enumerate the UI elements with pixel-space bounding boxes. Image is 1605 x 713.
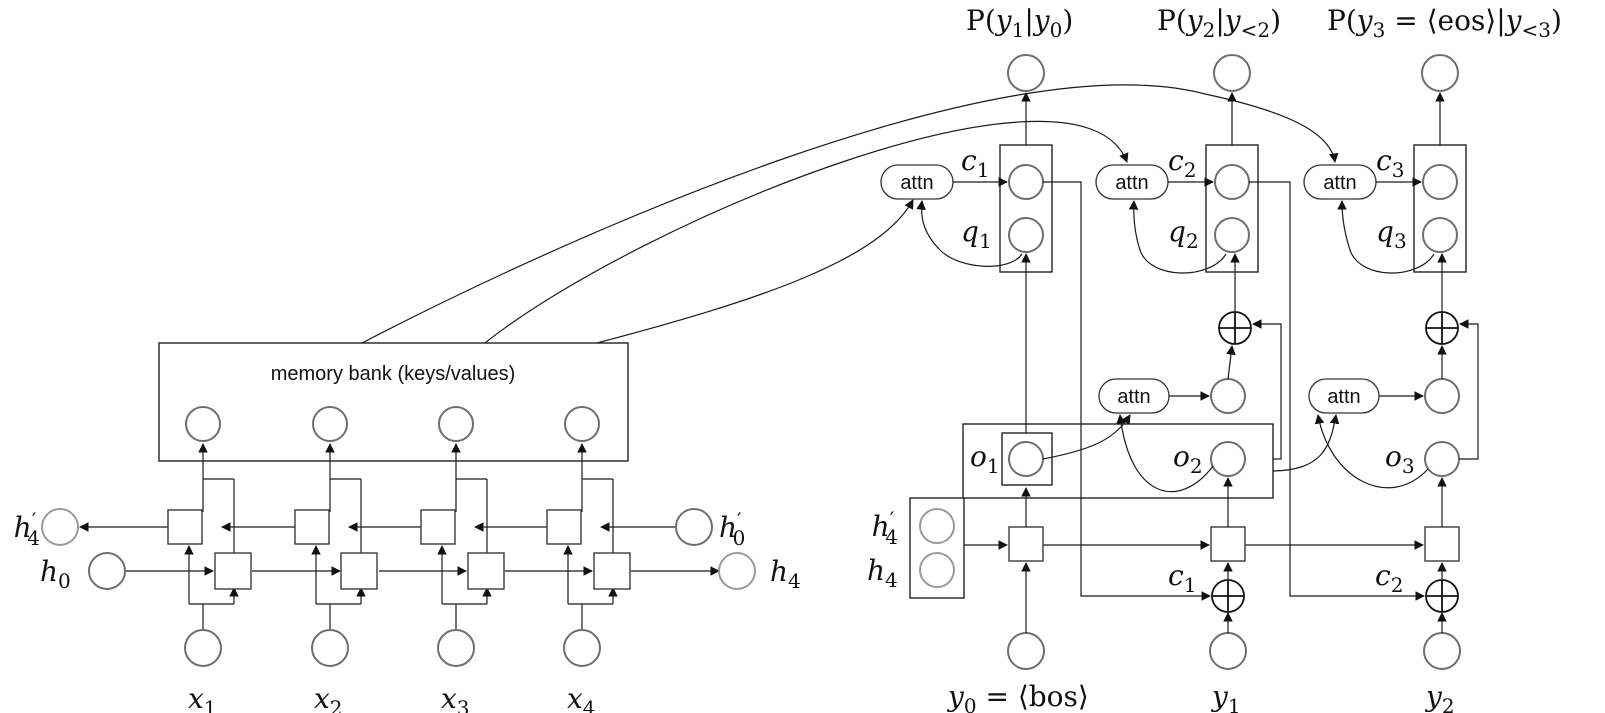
- encoder: memory bank (keys/values): [14, 342, 801, 713]
- query-node: [1214, 217, 1250, 253]
- output-prob-1-label: P(y1|y0): [966, 4, 1073, 42]
- backward-rnn-cell: [294, 509, 330, 545]
- q1-label: q1: [961, 215, 992, 253]
- decoder-rnn-cell: [1008, 526, 1044, 562]
- decoder-init-state-box: [909, 497, 965, 599]
- input-x2-label: x2: [314, 682, 343, 713]
- forward-rnn-cell: [214, 552, 252, 590]
- input-feed-plus-2: [1425, 579, 1459, 613]
- context-node: [1422, 164, 1458, 200]
- output-node: [1007, 54, 1045, 92]
- o1-label: o1: [970, 440, 1000, 478]
- h4-label: h4: [770, 555, 801, 593]
- feed-c1-label: c1: [1168, 559, 1196, 597]
- memory-node: [185, 406, 221, 442]
- o3-label: o3: [1385, 440, 1415, 478]
- query-node: [1422, 217, 1458, 253]
- upper-attn-label-3: attn: [1323, 172, 1356, 194]
- backward-rnn-cell: [546, 509, 582, 545]
- output-prob-3-label: P(y3 = ⟨eos⟩|y<3): [1327, 4, 1562, 42]
- decoder-h4-prime-label: h′4: [872, 507, 898, 549]
- final-backward-state-node: [41, 508, 79, 546]
- decoder-rnn-cell: [1424, 526, 1460, 562]
- backward-rnn-cell: [420, 509, 456, 545]
- input-feed-plus-1: [1211, 579, 1245, 613]
- context-node: [1214, 164, 1250, 200]
- decoder-input-node: [1423, 632, 1461, 670]
- output-prob-2-label: P(y2|y<2): [1157, 4, 1281, 42]
- input-x3-label: x3: [441, 682, 470, 713]
- encoder-input-node: [311, 629, 349, 667]
- y1-label: y1: [1210, 680, 1241, 713]
- initial-backward-state-node: [675, 508, 713, 546]
- y2-label: y2: [1424, 680, 1455, 713]
- memory-node: [312, 406, 348, 442]
- c1-label: c1: [961, 144, 989, 182]
- q3-label: q3: [1376, 215, 1407, 253]
- residual-plus-1: [1218, 311, 1252, 345]
- forward-rnn-cell: [340, 552, 378, 590]
- final-forward-state-node: [718, 552, 756, 590]
- encoder-input-node: [184, 629, 222, 667]
- memory-bank-box: [158, 342, 629, 462]
- h0-label: h0: [40, 555, 71, 593]
- memory-node: [564, 406, 600, 442]
- decoder-init-forward-node: [919, 552, 955, 588]
- decoder: h′4 h4: [867, 4, 1562, 713]
- decoder-hidden-node: [1424, 441, 1460, 477]
- decoder-hidden-node: [1008, 441, 1044, 477]
- decoder-hidden-node: [1210, 441, 1246, 477]
- forward-rnn-cell: [593, 552, 631, 590]
- o1-highlight-box: [1001, 432, 1053, 486]
- input-x4-label: x4: [567, 682, 596, 713]
- backward-rnn-cell: [167, 509, 203, 545]
- lower-attn-output-node: [1424, 378, 1460, 414]
- upper-attn-label-2: attn: [1115, 172, 1148, 194]
- o2-label: o2: [1173, 440, 1203, 478]
- decoder-input-node: [1209, 632, 1247, 670]
- c2-label: c2: [1168, 144, 1196, 182]
- decoder-h4-label: h4: [867, 554, 898, 592]
- forward-rnn-cell: [467, 552, 505, 590]
- encoder-wiring: [184, 443, 618, 630]
- feed-c2-label: c2: [1375, 559, 1403, 597]
- c3-label: c3: [1376, 144, 1404, 182]
- lower-attn-output-node: [1210, 378, 1246, 414]
- input-x1-label: x1: [188, 682, 217, 713]
- q2-label: q2: [1168, 215, 1199, 253]
- initial-forward-state-node: [88, 552, 126, 590]
- h4-prime-label: h′4: [14, 508, 40, 550]
- upper-attn-label-1: attn: [900, 172, 933, 194]
- query-node: [1008, 217, 1044, 253]
- memory-node: [438, 406, 474, 442]
- y0-label: y0 = ⟨bos⟩: [946, 680, 1089, 713]
- lower-attn-label-1: attn: [1117, 386, 1150, 408]
- output-node: [1421, 54, 1459, 92]
- decoder-init-backward-node: [919, 508, 955, 544]
- memory-bank-label: memory bank (keys/values): [271, 363, 516, 385]
- encoder-input-node: [437, 629, 475, 667]
- encoder-input-node: [563, 629, 601, 667]
- residual-plus-2: [1425, 311, 1459, 345]
- decoder-rnn-cell: [1210, 526, 1246, 562]
- decoder-input-node: [1007, 632, 1045, 670]
- context-node: [1008, 164, 1044, 200]
- memory-to-attention-edges: [361, 84, 1339, 344]
- h0-prime-label: h′0: [719, 508, 745, 550]
- lower-attn-label-2: attn: [1327, 386, 1360, 408]
- output-node: [1213, 54, 1251, 92]
